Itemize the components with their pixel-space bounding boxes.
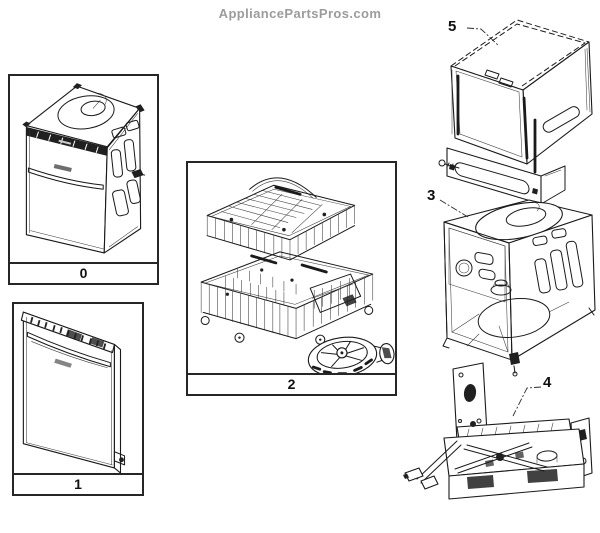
base-assembly-figure xyxy=(403,362,593,500)
complete-dishwasher-figure xyxy=(22,83,146,254)
panel-0-art xyxy=(10,76,157,262)
panel-2-racks[interactable]: 2 xyxy=(186,161,397,396)
panel-1-number: 1 xyxy=(14,473,142,494)
callout-5[interactable]: 5 xyxy=(448,18,457,35)
panel-0-complete-assembly[interactable]: 0 xyxy=(8,74,159,285)
callout-3[interactable]: 3 xyxy=(427,187,436,204)
tub-assembly-figure xyxy=(442,199,596,377)
panel-1-door[interactable]: 1 xyxy=(12,302,144,496)
panel-1-art xyxy=(14,304,142,473)
callout-4[interactable]: 4 xyxy=(543,374,552,391)
panel-2-art xyxy=(188,163,395,373)
panel-0-number: 0 xyxy=(10,262,157,283)
case-assembly-figure xyxy=(438,19,593,205)
door-panel-figure xyxy=(20,311,126,473)
panel-2-number: 2 xyxy=(188,373,395,394)
watermark-title: AppliancePartsPros.com xyxy=(218,6,382,21)
racks-pump-figure xyxy=(200,177,395,373)
